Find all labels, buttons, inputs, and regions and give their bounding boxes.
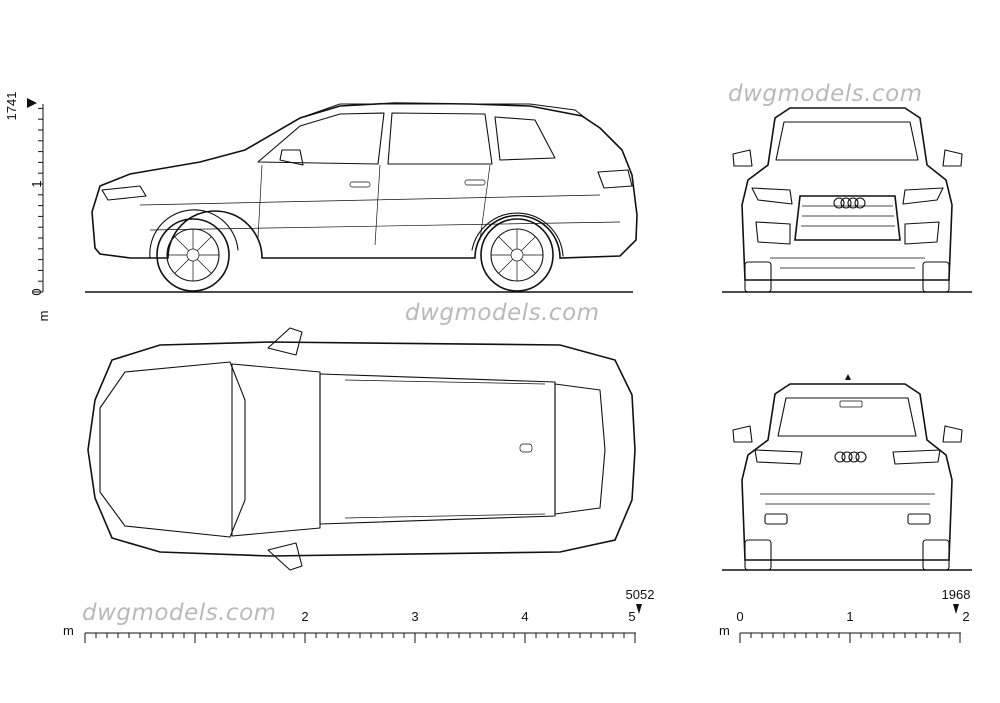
top-length-marker — [636, 604, 642, 614]
side-scale-unit: m — [36, 311, 51, 322]
top-scale-label-4: 4 — [521, 609, 528, 624]
front-left-tire — [744, 261, 772, 293]
front-windshield — [775, 121, 919, 161]
side-rear-wheel — [480, 218, 554, 292]
side-rear-window — [387, 112, 493, 165]
rear-left-tire — [744, 539, 772, 571]
front-body-outline — [741, 107, 953, 281]
rear-right-taillight — [892, 449, 941, 465]
top-scale-label-3: 3 — [411, 609, 418, 624]
top-length-scale: m 2 3 4 5 5052 — [63, 587, 654, 643]
side-scale-label-1: 1 — [29, 180, 44, 187]
watermark-center: dwgmodels.com — [405, 300, 600, 326]
side-height-marker — [27, 98, 37, 108]
front-right-fog — [904, 221, 940, 245]
front-grille — [794, 195, 901, 241]
front-grille-bars — [801, 205, 895, 227]
front-logo — [833, 197, 866, 209]
rear-left-exhaust — [764, 513, 788, 525]
side-height-dimension: 1741 — [4, 92, 19, 121]
front-left-mirror — [732, 149, 753, 167]
rear-window — [777, 397, 917, 437]
side-front-arch — [149, 209, 239, 259]
rear-logo — [834, 451, 867, 463]
side-door-lines — [257, 164, 491, 246]
top-hood — [99, 361, 246, 538]
rear-body-outline — [741, 383, 953, 561]
front-right-mirror — [942, 149, 963, 167]
top-windshield — [231, 363, 321, 537]
side-front-door-handle — [349, 181, 371, 188]
side-front-window — [257, 112, 385, 165]
side-mirror — [279, 149, 304, 166]
front-left-fog — [755, 221, 791, 245]
rear-width-marker — [953, 604, 959, 614]
front-right-headlight — [902, 187, 944, 205]
side-headlight — [101, 185, 147, 201]
top-length-dimension: 5052 — [626, 587, 655, 602]
top-scale-label-2: 2 — [301, 609, 308, 624]
top-scale-label-5: 5 — [628, 609, 635, 624]
side-front-wheel — [156, 218, 230, 292]
rear-spoiler-light — [839, 400, 863, 408]
side-body-outline — [91, 102, 638, 259]
rear-scale-unit: m — [719, 623, 730, 638]
front-left-headlight — [751, 187, 793, 205]
rear-scale-label-1: 1 — [846, 609, 853, 624]
front-view — [722, 107, 972, 293]
rear-right-tire — [922, 539, 950, 571]
top-left-mirror — [267, 327, 303, 356]
rear-antenna — [845, 374, 851, 380]
watermark-bottom-left: dwgmodels.com — [82, 600, 277, 626]
rear-bumper-lines — [760, 493, 935, 505]
side-body-creases — [139, 194, 621, 231]
side-height-scale: 0 1 1741 m — [4, 92, 51, 322]
top-right-mirror — [267, 542, 303, 571]
rear-right-mirror — [942, 425, 963, 443]
top-body-outline — [87, 341, 636, 557]
rear-scale-label-0: 0 — [736, 609, 743, 624]
top-view — [87, 327, 636, 571]
top-roof — [319, 373, 556, 525]
side-quarter-window — [494, 116, 556, 161]
top-scale-unit: m — [63, 623, 74, 638]
rear-right-exhaust — [907, 513, 931, 525]
top-rear-window — [554, 383, 606, 515]
side-roof-rail — [299, 103, 589, 121]
rear-width-dimension: 1968 — [942, 587, 971, 602]
rear-width-scale: m 0 1 2 1968 — [719, 587, 970, 643]
watermark-top-right: dwgmodels.com — [728, 81, 923, 107]
side-scale-label-0: 0 — [29, 288, 44, 295]
side-rear-arch — [471, 212, 564, 257]
top-antenna — [519, 443, 533, 453]
side-view: 0 1 1741 m — [4, 92, 638, 322]
front-right-tire — [922, 261, 950, 293]
top-roof-rails — [344, 379, 546, 519]
rear-left-mirror — [732, 425, 753, 443]
rear-scale-label-2: 2 — [962, 609, 969, 624]
rear-view — [722, 374, 972, 571]
rear-left-taillight — [754, 449, 803, 465]
front-lower-bumper — [770, 257, 925, 269]
side-taillight — [597, 169, 633, 189]
side-rear-door-handle — [464, 179, 486, 186]
